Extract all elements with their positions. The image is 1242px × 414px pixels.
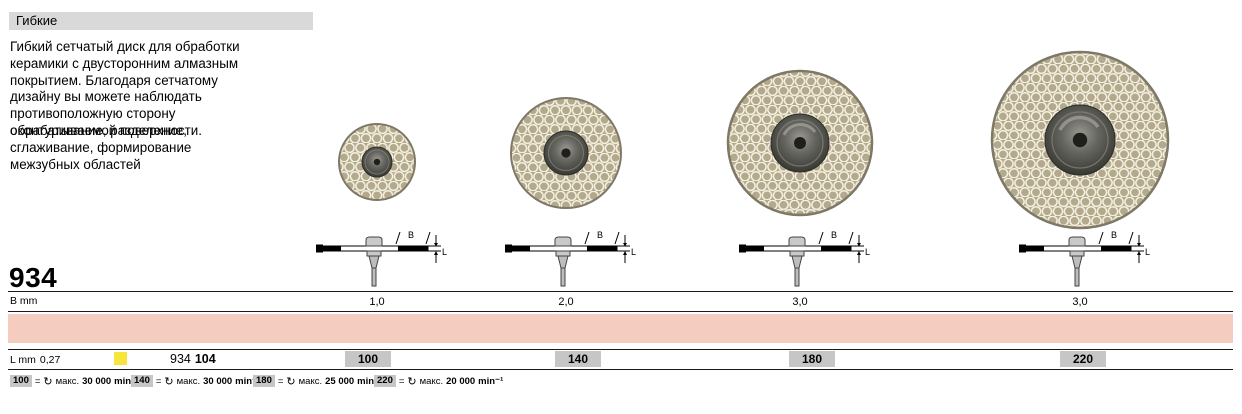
b-value: 3,0 <box>1072 296 1088 308</box>
desc-line: Гибкий сетчатый диск для обработки <box>10 39 240 54</box>
speed-value: 30 000 <box>82 375 112 387</box>
rotation-speed-icon: ↻ <box>164 374 174 388</box>
product-description: Гибкий сетчатый диск для обработки керам… <box>10 39 332 173</box>
desc-line: керамики с двусторонним алмазным <box>10 55 239 71</box>
speed-value: 25 000 <box>325 375 355 387</box>
size-box: 100 <box>345 351 391 367</box>
divider <box>8 291 1233 292</box>
dimension-diagram-2 <box>504 229 637 287</box>
speed-unit: min⁻¹ <box>357 375 383 387</box>
size-badge: 180 <box>253 375 275 387</box>
divider <box>8 369 1233 370</box>
overlap-line-b: оконтуривание, разделение, <box>10 122 187 138</box>
pink-band <box>8 314 1233 343</box>
speed-item: 140 = ↻ макс. 30 000 min⁻¹ <box>131 373 260 389</box>
size-box: 220 <box>1060 351 1106 367</box>
l-row-label-text: L mm <box>10 354 36 366</box>
b-row-label: B mm <box>10 295 37 307</box>
size-badge: 100 <box>10 375 32 387</box>
order-code-prefix: 934 <box>170 352 191 366</box>
speed-prefix: макс. <box>55 375 80 387</box>
size-badge: 220 <box>374 375 396 387</box>
b-value: 1,0 <box>369 296 385 308</box>
desc-line: противоположную сторону <box>10 106 176 122</box>
size-box: 140 <box>555 351 601 367</box>
size-badge: 140 <box>131 375 153 387</box>
dimension-diagram-4 <box>1018 229 1151 287</box>
size-box: 180 <box>789 351 835 367</box>
disc-image-2 <box>510 97 622 209</box>
speed-item: 180 = ↻ макс. 25 000 min⁻¹ <box>253 373 382 389</box>
rotation-speed-icon: ↻ <box>43 374 53 388</box>
speed-unit: min⁻¹ <box>235 375 261 387</box>
overlap-line-a: обрабатываемой поверхности. <box>10 122 202 138</box>
disc-image-4 <box>990 50 1170 230</box>
desc-line: дизайну вы можете наблюдать <box>10 89 202 105</box>
desc-line: сглаживание, формирование <box>10 139 192 155</box>
b-value: 2,0 <box>558 296 574 308</box>
desc-line: межзубных областей <box>10 156 141 172</box>
dimension-diagram-3 <box>738 229 871 287</box>
speed-item: 220 = ↻ макс. 20 000 min⁻¹ <box>374 373 503 389</box>
l-row-label: L mm 0,27 <box>10 354 60 366</box>
speed-unit: min⁻¹ <box>478 375 504 387</box>
disc-image-1 <box>338 123 416 201</box>
speed-item: 100 = ↻ макс. 30 000 min⁻¹ <box>10 373 139 389</box>
section-header: Гибкие <box>9 12 313 30</box>
desc-line: покрытием. Благодаря сетчатому <box>10 72 218 88</box>
speed-prefix: макс. <box>419 375 444 387</box>
divider <box>8 349 1233 350</box>
equals-sign: = <box>34 375 41 387</box>
equals-sign: = <box>277 375 284 387</box>
speed-prefix: макс. <box>298 375 323 387</box>
b-value: 3,0 <box>792 296 808 308</box>
dimension-diagram-1 <box>315 229 448 287</box>
speed-unit: min⁻¹ <box>114 375 140 387</box>
equals-sign: = <box>398 375 405 387</box>
equals-sign: = <box>155 375 162 387</box>
b-row-label-text: B mm <box>10 295 38 307</box>
divider <box>8 311 1233 312</box>
disc-image-3 <box>726 69 874 217</box>
product-images: B L <box>315 50 1170 287</box>
rotation-speed-icon: ↻ <box>407 374 417 388</box>
overlapping-print-lines: обрабатываемой поверхности. оконтуривани… <box>10 123 332 140</box>
rotation-speed-icon: ↻ <box>286 374 296 388</box>
l-value: 0,27 <box>39 354 61 366</box>
speed-value: 20 000 <box>446 375 476 387</box>
product-number: 934 <box>9 262 58 293</box>
grit-color-indicator <box>114 352 127 365</box>
order-code-bold: 104 <box>194 352 216 366</box>
speed-value: 30 000 <box>203 375 233 387</box>
speed-prefix: макс. <box>176 375 201 387</box>
